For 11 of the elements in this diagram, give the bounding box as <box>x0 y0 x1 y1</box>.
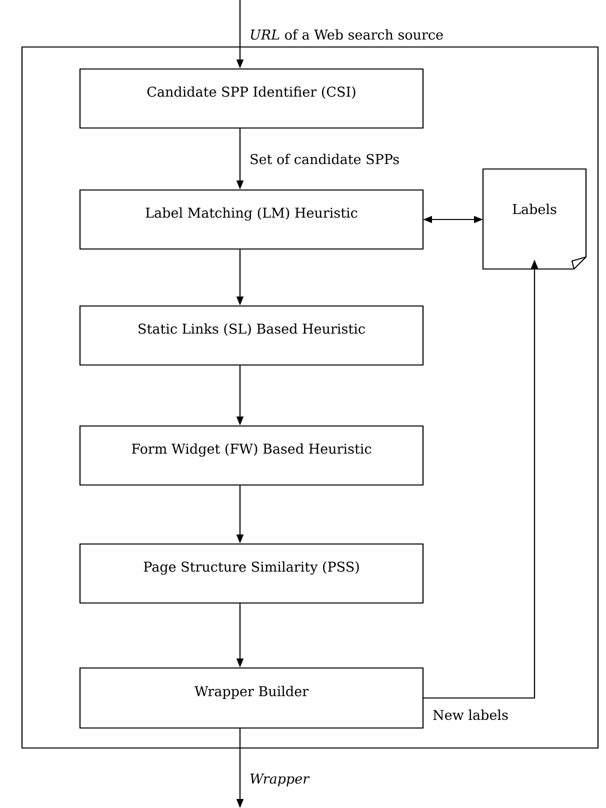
process-box: Page Structure Similarity (PSS) <box>79 543 424 604</box>
process-box: Label Matching (LM) Heuristic <box>79 189 424 250</box>
process-box: Wrapper Builder <box>79 667 424 729</box>
edge-label: Set of candidate SPPs <box>248 152 401 166</box>
edge-label: New labels <box>432 708 510 721</box>
frame-box <box>21 46 599 749</box>
edge-label: URL of a Web search source <box>248 28 445 41</box>
process-box: Static Links (SL) Based Heuristic <box>79 305 424 366</box>
process-box: Candidate SPP Identifier (CSI) <box>79 68 424 129</box>
edge-label: Wrapper <box>248 772 310 788</box>
process-box: Form Widget (FW) Based Heuristic <box>79 425 424 486</box>
